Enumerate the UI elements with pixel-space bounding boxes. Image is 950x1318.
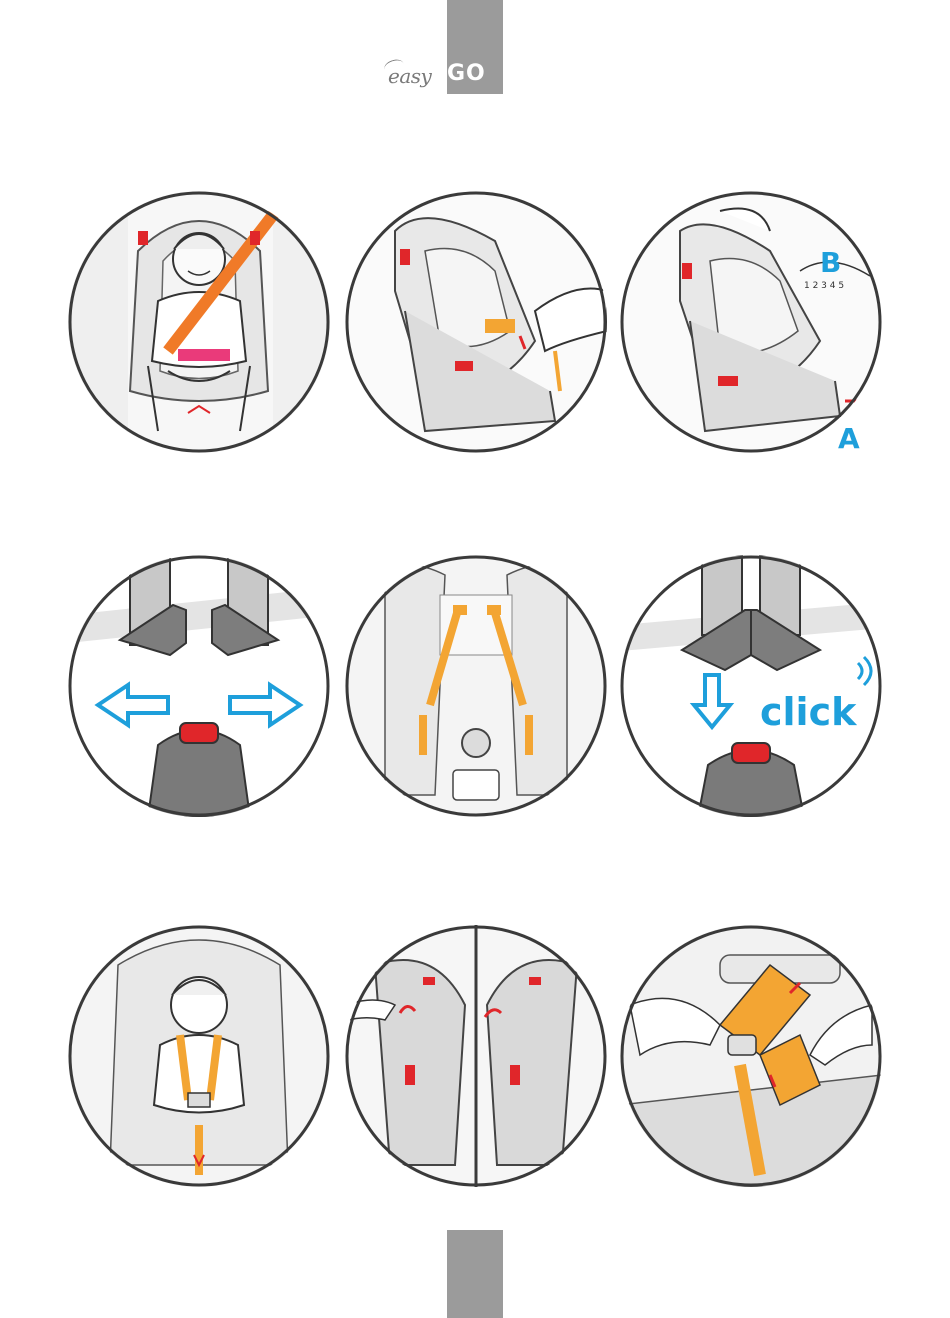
panel-9 (620, 925, 882, 1187)
label-a: A (838, 422, 860, 455)
buckle-click-scene-icon (620, 555, 882, 817)
panel-3: B 1 2 3 4 5 (620, 191, 882, 453)
harness-straps-scene-icon (345, 555, 607, 817)
panel-8 (345, 925, 607, 1187)
page-tab-bottom (447, 1230, 503, 1318)
panel-1 (68, 191, 330, 453)
panel-4 (68, 555, 330, 817)
panel-5 (345, 555, 607, 817)
logo-go-text: GO (447, 61, 486, 86)
side-handle-rotate-scene-icon (345, 925, 607, 1187)
seat-recline-adjust-scene-icon (620, 191, 882, 453)
label-b: B (820, 246, 841, 279)
child-seatbelt-scene-icon (68, 191, 330, 453)
buckle-open-arrows-scene-icon (68, 555, 330, 817)
hands-buckle-scene-icon (620, 925, 882, 1187)
seat-recline-pull-scene-icon (345, 191, 607, 453)
logo-easy-text: easy (388, 64, 431, 88)
child-harnessed-scene-icon (68, 925, 330, 1187)
brand-logo: easy GO (388, 56, 508, 90)
recline-scale: 1 2 3 4 5 (804, 281, 844, 291)
panel-2 (345, 191, 607, 453)
panel-6: click (620, 555, 882, 817)
panel-7 (68, 925, 330, 1187)
click-text: click (760, 690, 856, 734)
